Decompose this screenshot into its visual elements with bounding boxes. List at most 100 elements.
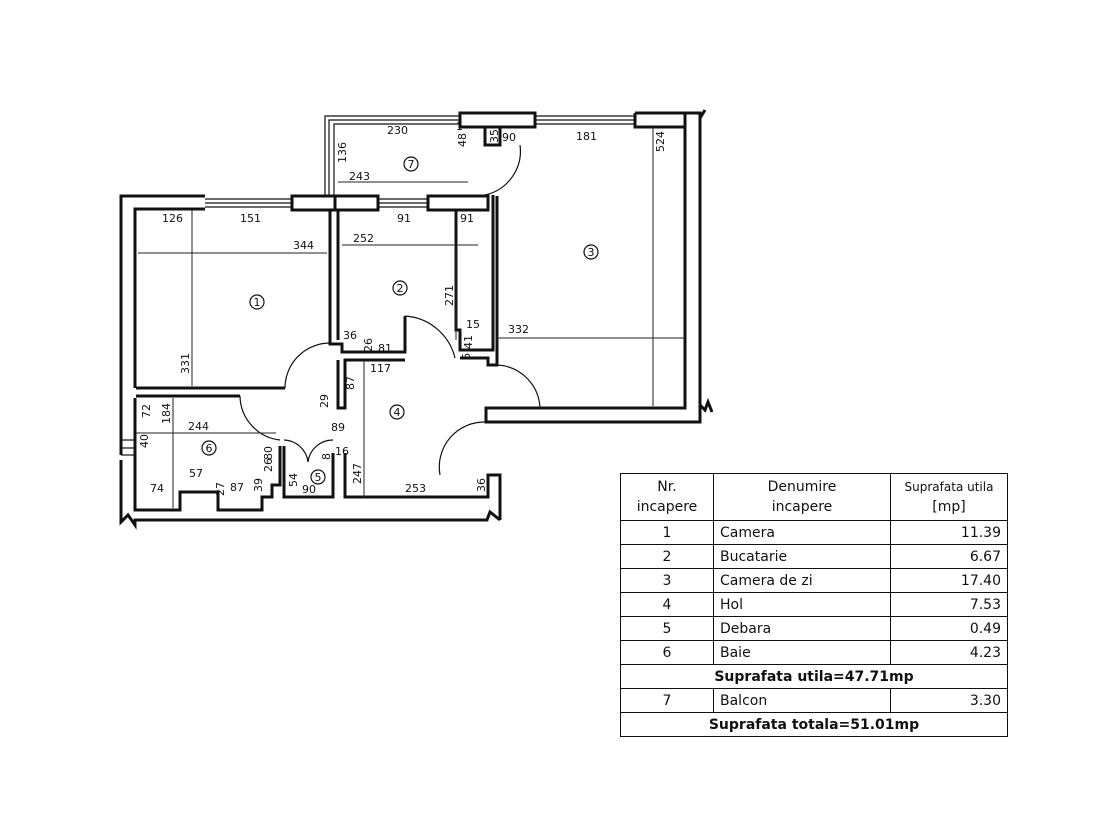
room-number: 2 [397, 282, 404, 295]
dim-label: 136 [336, 142, 349, 163]
cell-area: 4.23 [890, 640, 1008, 665]
dim-label: 81. [378, 342, 396, 355]
dim-label: 1 [456, 120, 463, 133]
dimension-lines [136, 127, 685, 508]
dim-label: 8 [320, 453, 333, 460]
table-header: Nr. incapere Denumire incapere Suprafata u… [620, 473, 1008, 521]
dim-label: 126 [162, 212, 183, 225]
header-area: Suprafata utila [mp] [890, 473, 1008, 521]
dim-label: 26 [262, 458, 275, 472]
room-numbers: 1 2 3 4 5 6 7 [201, 156, 599, 485]
dim-label: 27 [214, 482, 227, 496]
dim-label: 91 [397, 212, 411, 225]
area-table: Nr. incapere Denumire incapere Suprafata u… [620, 473, 1008, 737]
room-number: 5 [315, 471, 322, 484]
dim-label: 35 [488, 129, 501, 143]
cell-name: Debara [713, 616, 891, 641]
dim-label: 48 [456, 133, 469, 147]
header-text: Nr. [657, 479, 677, 495]
dim-label: 16 [335, 445, 349, 458]
cell-name: Camera de zi [713, 568, 891, 593]
dim-label: 26 [362, 338, 375, 352]
header-name: Denumire incapere [713, 473, 891, 521]
cell-name: Bucatarie [713, 544, 891, 569]
dim-label: 41 [462, 335, 475, 349]
dim-label: 344 [293, 239, 314, 252]
dim-label: 244 [188, 420, 209, 433]
room-number: 1 [254, 296, 261, 309]
cell-nr: 6 [620, 640, 714, 665]
cell-name: Baie [713, 640, 891, 665]
cell-area: 0.49 [890, 616, 1008, 641]
dim-label: 72 [140, 404, 153, 418]
grand-total-row: Suprafata totala=51.01mp [620, 712, 1008, 737]
header-text: [mp] [932, 499, 966, 515]
dim-label: 253 [405, 482, 426, 495]
useful-total-row: Suprafata utila=47.71mp [620, 664, 1008, 689]
useful-total: Suprafata utila=47.71mp [620, 664, 1008, 689]
dim-label: 247 [351, 463, 364, 484]
dim-label: 74 [150, 482, 164, 495]
cell-area: 17.40 [890, 568, 1008, 593]
cell-area: 7.53 [890, 592, 1008, 617]
cell-area: 11.39 [890, 520, 1008, 545]
room-number: 7 [408, 158, 415, 171]
dim-label: 230 [387, 124, 408, 137]
cell-nr: 2 [620, 544, 714, 569]
dim-label: 181 [576, 130, 597, 143]
windows [121, 115, 686, 456]
dim-label: 524 [654, 131, 667, 152]
cell-name: Camera [713, 520, 891, 545]
dim-label: 6 [460, 353, 473, 360]
cell-area: 3.30 [890, 688, 1008, 713]
dim-label: 36 [343, 329, 357, 342]
dim-label: 184 [160, 403, 173, 424]
cell-area: 6.67 [890, 544, 1008, 569]
room-number: 3 [588, 246, 595, 259]
dim-label: 117 [370, 362, 391, 375]
dim-label: 57 [189, 467, 203, 480]
cell-nr: 3 [620, 568, 714, 593]
grand-total: Suprafata totala=51.01mp [620, 712, 1008, 737]
balcony-outline [324, 115, 460, 195]
header-text: incapere [636, 499, 698, 515]
dim-label: 87 [230, 481, 244, 494]
dim-label: 151 [240, 212, 261, 225]
dimension-labels: 126 151 344 331 91 91 252 271 15 41 36 2… [138, 120, 667, 496]
dim-label: 39 [252, 478, 265, 492]
cell-nr: 5 [620, 616, 714, 641]
dim-label: 54 [287, 473, 300, 487]
dim-label: 91 [460, 212, 474, 225]
dim-label: 29 [318, 394, 331, 408]
dim-label: 36 [475, 478, 488, 492]
cell-nr: 1 [620, 520, 714, 545]
cell-name: Balcon [713, 688, 891, 713]
dim-label: 90 [302, 483, 316, 496]
dim-label: 40 [138, 434, 151, 448]
dim-label: 15 [466, 318, 480, 331]
dim-label: 252 [353, 232, 374, 245]
dim-label: 243 [349, 170, 370, 183]
header-text: Denumire [767, 479, 837, 495]
header-text: Suprafata utila [904, 480, 994, 494]
room-number: 6 [206, 442, 213, 455]
header-nr: Nr. incapere [620, 473, 714, 521]
room-number: 4 [394, 406, 401, 419]
cell-name: Hol [713, 592, 891, 617]
header-text: incapere [771, 499, 833, 515]
dim-label: 80 [262, 446, 275, 460]
dim-label: 87 [344, 376, 357, 390]
dim-label: 332 [508, 323, 529, 336]
dim-label: 90 [502, 131, 516, 144]
doors [239, 144, 541, 476]
dim-label: 271 [443, 285, 456, 306]
cell-nr: 4 [620, 592, 714, 617]
